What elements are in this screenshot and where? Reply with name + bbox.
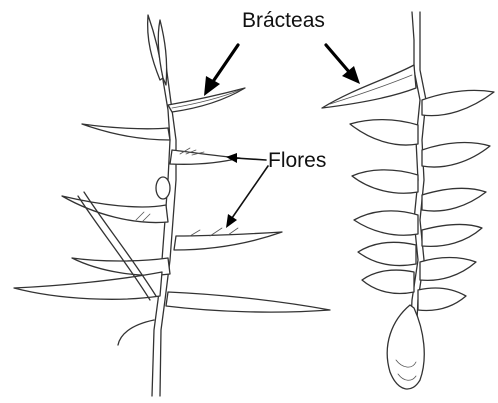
left-plant (14, 15, 330, 396)
right-bract-7 (354, 211, 418, 235)
left-lower-leaf (118, 320, 154, 345)
right-bract-6 (422, 188, 486, 211)
right-bract-9 (358, 242, 416, 265)
right-bract-11 (362, 270, 414, 293)
right-bract-2 (422, 90, 494, 115)
bracteas-arrow-right-shaft (326, 45, 350, 73)
left-bract-7 (14, 272, 162, 299)
bracteas-arrows (204, 45, 360, 96)
right-bract-3 (350, 120, 418, 145)
left-bud (156, 177, 170, 199)
bracts-label: Brácteas (242, 10, 325, 31)
flores-arrows (226, 153, 268, 228)
flores-arrow-lower-shaft (232, 166, 268, 218)
right-bract-1 (322, 65, 416, 108)
right-bract-10 (420, 258, 476, 281)
right-bract-4 (422, 143, 490, 168)
bracteas-arrow-left-head (204, 76, 220, 96)
right-bract-5 (352, 170, 418, 193)
right-bract-8 (422, 224, 482, 246)
flowers-label: Flores (268, 150, 326, 171)
bracteas-arrow-left-shaft (212, 45, 238, 83)
right-bottom-bud (387, 305, 424, 389)
left-bract-8 (166, 292, 330, 312)
right-bract-12 (418, 288, 466, 310)
flores-arrow-lower-head (226, 214, 237, 228)
left-bract-4 (62, 196, 168, 223)
flores-arrow-upper-shaft (235, 158, 266, 160)
left-bract-2 (82, 124, 170, 140)
